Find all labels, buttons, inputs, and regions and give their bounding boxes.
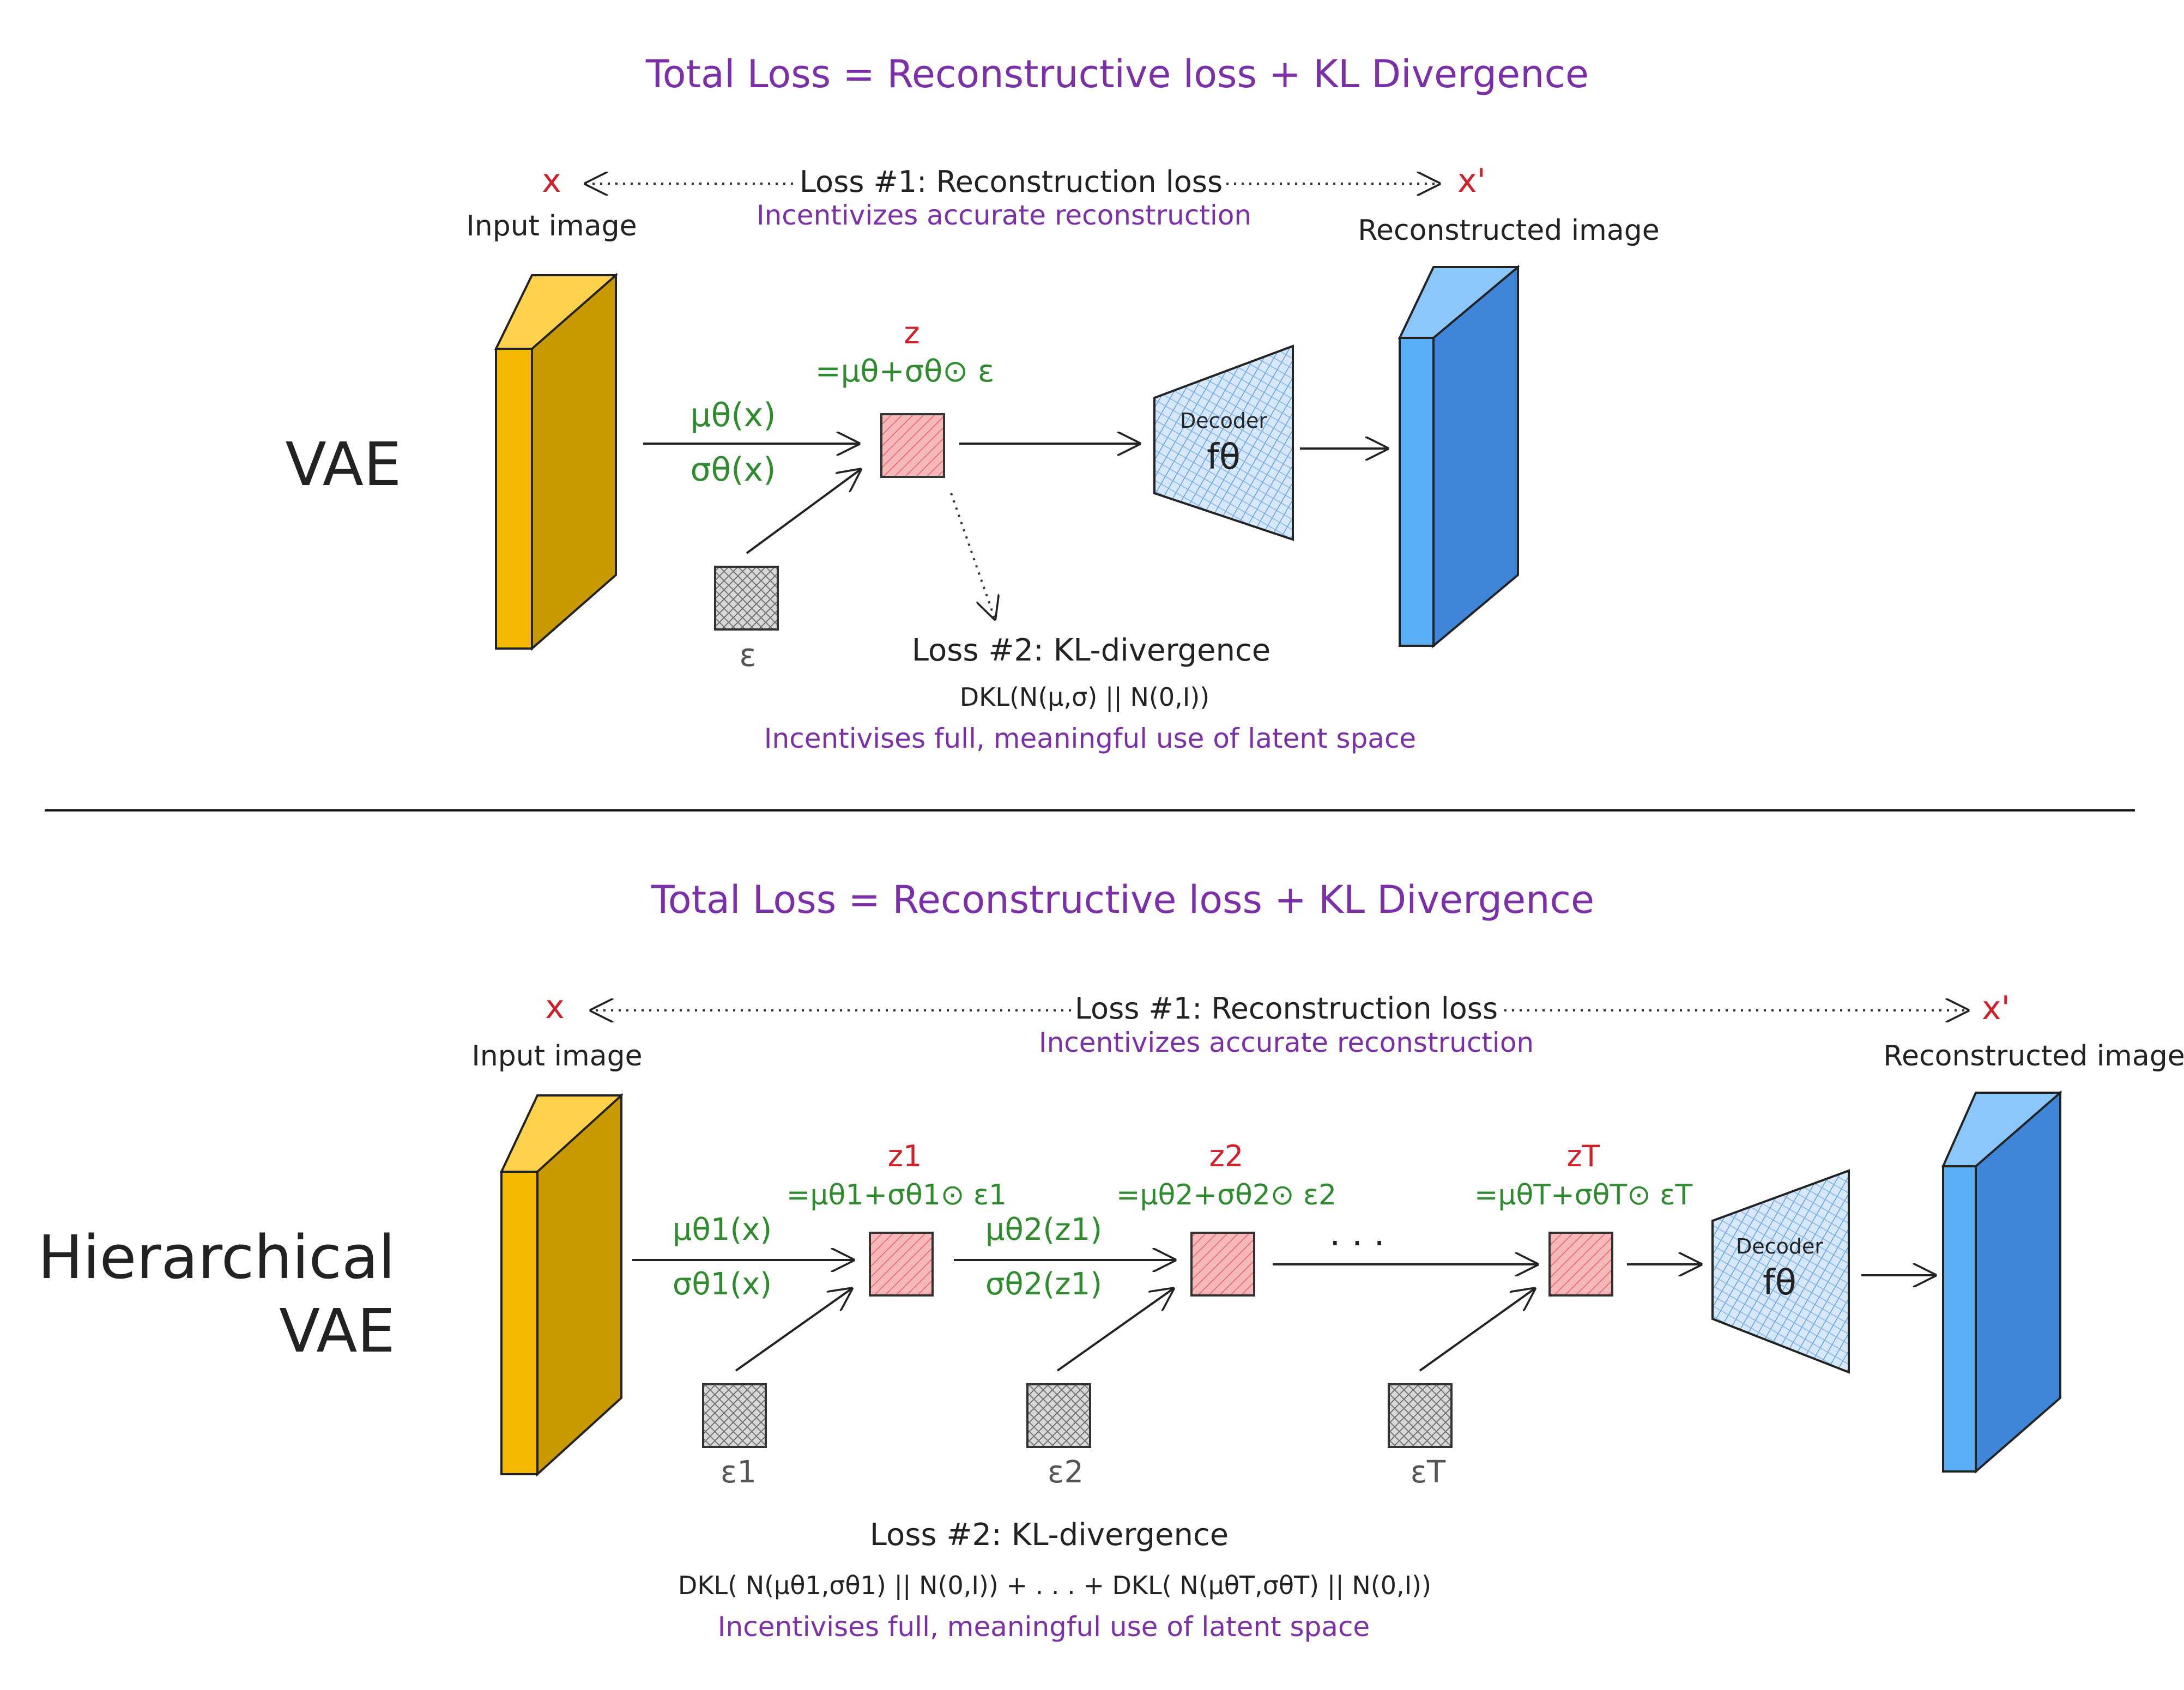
bottom-epsT-label: εT xyxy=(1411,1455,1446,1490)
bottom-zT-eq: =μθT+σθT⊙ εT xyxy=(1474,1179,1693,1212)
bottom-eps1-label: ε1 xyxy=(721,1455,757,1490)
vae-section: Total Loss = Reconstructive loss + KL Di… xyxy=(286,52,1660,754)
top-decoder-label: Decoder xyxy=(1180,409,1267,433)
bottom-decoder xyxy=(1711,1169,1850,1374)
bottom-input-image xyxy=(499,1093,624,1477)
bottom-z1-eq: =μθ1+σθ1⊙ ε1 xyxy=(787,1179,1007,1212)
bottom-output-label: Reconstructed image xyxy=(1883,1040,2184,1073)
top-latent-z xyxy=(880,413,945,478)
bottom-latent-z2 xyxy=(1190,1232,1255,1297)
bottom-z2-eq: =μθ2+σθ2⊙ ε2 xyxy=(1116,1179,1336,1212)
top-output-image xyxy=(1397,264,1520,649)
top-input-label: Input image xyxy=(466,210,637,243)
bottom-decoder-fn: fθ xyxy=(1763,1263,1796,1303)
bottom-noise-eps1 xyxy=(702,1383,767,1448)
bottom-loss2-sub: Incentivises full, meaningful use of lat… xyxy=(718,1611,1370,1643)
top-decoder xyxy=(1153,344,1294,541)
top-model-label: VAE xyxy=(286,429,402,499)
bottom-sigma2: σθ2(z1) xyxy=(985,1267,1102,1302)
top-decoder-fn: fθ xyxy=(1207,437,1241,477)
hierarchical-vae-section: Total Loss = Reconstructive loss + KL Di… xyxy=(38,877,2184,1643)
top-noise-epsilon xyxy=(714,566,779,631)
top-loss1-title: Loss #1: Reconstruction loss xyxy=(800,165,1223,199)
bottom-input-label: Input image xyxy=(471,1040,642,1073)
top-kl-dotted-arrow xyxy=(950,493,995,619)
bottom-dots: . . . xyxy=(1329,1214,1385,1254)
bottom-sigma1: σθ1(x) xyxy=(673,1267,772,1302)
bottom-loss2-title: Loss #2: KL-divergence xyxy=(870,1517,1229,1553)
bottom-zT-label: zT xyxy=(1566,1139,1600,1173)
top-epsilon-label: ε xyxy=(739,637,756,674)
top-z-label: z xyxy=(904,316,919,351)
top-output-label: Reconstructed image xyxy=(1358,214,1659,247)
bottom-z2-label: z2 xyxy=(1209,1139,1244,1173)
bottom-latent-z1 xyxy=(869,1232,934,1297)
top-mu: μθ(x) xyxy=(690,396,776,434)
bottom-input-symbol: x xyxy=(545,988,565,1026)
bottom-loss1-title: Loss #1: Reconstruction loss xyxy=(1075,991,1498,1026)
bottom-noise-eps2 xyxy=(1026,1383,1091,1448)
bottom-eps2-arrow xyxy=(1056,1289,1173,1372)
top-output-symbol: x' xyxy=(1457,162,1486,200)
bottom-loss1-sub: Incentivizes accurate reconstruction xyxy=(1039,1027,1534,1058)
bottom-latent-zT xyxy=(1548,1232,1613,1297)
bottom-eps1-arrow xyxy=(735,1289,851,1372)
top-total-loss: Total Loss = Reconstructive loss + KL Di… xyxy=(645,52,1589,96)
bottom-eps2-label: ε2 xyxy=(1048,1455,1084,1490)
top-sigma: σθ(x) xyxy=(690,451,776,489)
bottom-mu1: μθ1(x) xyxy=(673,1212,772,1247)
bottom-noise-epsT xyxy=(1388,1383,1453,1448)
bottom-total-loss: Total Loss = Reconstructive loss + KL Di… xyxy=(651,877,1594,922)
top-loss1-sub: Incentivizes accurate reconstruction xyxy=(757,199,1251,231)
bottom-mu2: μθ2(z1) xyxy=(985,1212,1102,1247)
bottom-model-label-line2: VAE xyxy=(279,1296,395,1366)
top-loss2-sub: Incentivises full, meaningful use of lat… xyxy=(764,723,1416,754)
bottom-z1-label: z1 xyxy=(888,1139,922,1173)
top-input-symbol: x xyxy=(542,162,561,200)
bottom-model-label-line1: Hierarchical xyxy=(38,1222,395,1292)
top-loss2-title: Loss #2: KL-divergence xyxy=(912,633,1271,668)
top-input-image xyxy=(494,272,618,651)
bottom-epsT-arrow xyxy=(1419,1289,1534,1372)
top-loss2-formula: DKL(N(μ,σ) || N(0,I)) xyxy=(960,682,1209,712)
top-epsilon-arrow xyxy=(746,470,860,554)
top-z-eq: =μθ+σθ⊙ ε xyxy=(815,354,994,389)
bottom-decoder-label: Decoder xyxy=(1736,1234,1823,1258)
bottom-output-image xyxy=(1941,1090,2062,1474)
bottom-output-symbol: x' xyxy=(1982,989,2010,1027)
bottom-loss2-formula: DKL( N(μθ1,σθ1) || N(0,I)) + . . . + DKL… xyxy=(678,1571,1431,1601)
